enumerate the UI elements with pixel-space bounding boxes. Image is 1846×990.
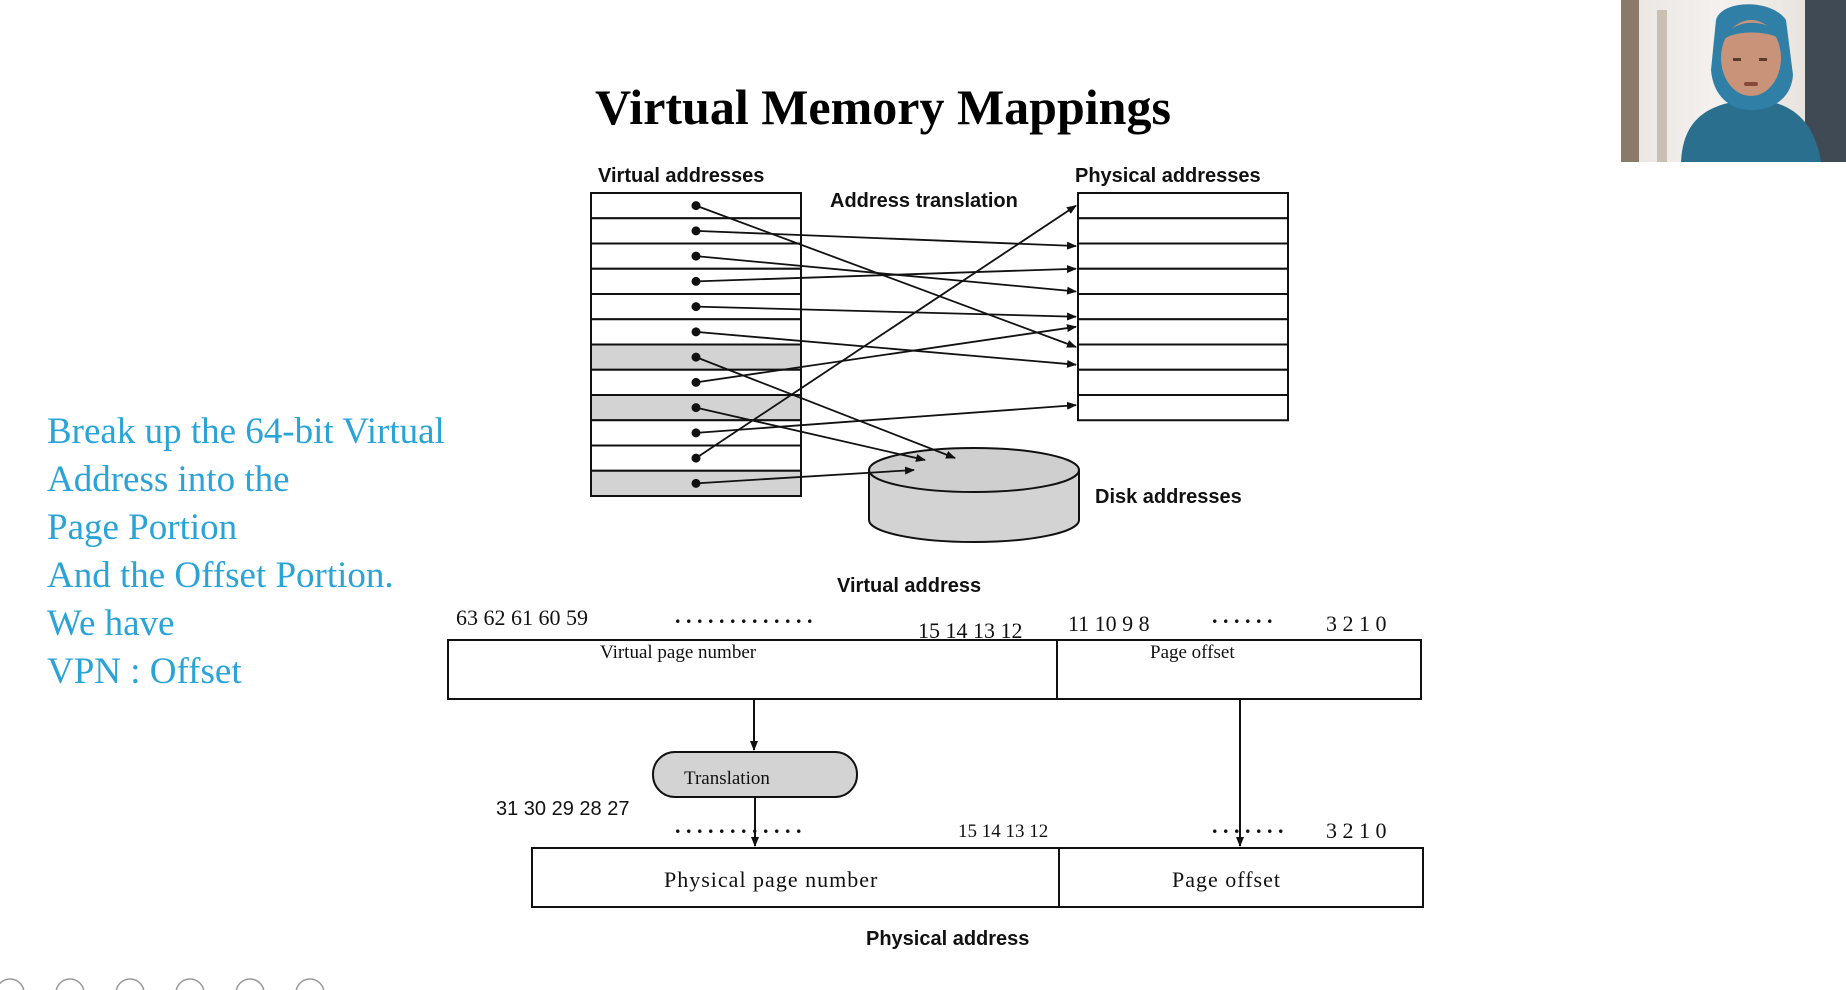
virtual-bits-mid: 15 14 13 12 xyxy=(918,618,1023,643)
slide-title: Virtual Memory Mappings xyxy=(595,79,1171,135)
side-text-line: Address into the xyxy=(47,459,290,500)
physical-pages-table xyxy=(1077,192,1289,422)
virtual-page-row xyxy=(590,192,802,220)
virtual-page-dot xyxy=(691,453,701,463)
nav-dot xyxy=(115,978,145,990)
side-text-line: Break up the 64-bit Virtual xyxy=(47,411,445,452)
virtual-page-dot xyxy=(691,327,701,337)
presenter-avatar xyxy=(1621,0,1846,162)
physical-page-offset-field xyxy=(1058,847,1424,908)
virtual-offset-dots: . . . . . . xyxy=(1212,603,1273,628)
presenter-webcam xyxy=(1621,0,1846,162)
mapping-arrow xyxy=(695,265,1077,283)
vpn-label: Virtual page number xyxy=(600,642,757,663)
mapping-arrow xyxy=(695,204,1077,348)
virtual-pages-table xyxy=(590,192,802,497)
physical-page-offset-label: Page offset xyxy=(1172,867,1281,892)
mapping-arrow xyxy=(695,324,1077,384)
virtual-page-dot xyxy=(691,377,701,387)
physical-offset-dots: . . . . . . . xyxy=(1212,813,1284,838)
side-text-line: And the Offset Portion. xyxy=(47,555,394,596)
physical-addresses-label: Physical addresses xyxy=(1075,165,1261,187)
physical-page-row xyxy=(1077,242,1289,270)
nav-dot xyxy=(235,978,265,990)
nav-dot xyxy=(0,978,25,990)
mapping-arrow xyxy=(695,356,956,459)
mapping-arrow xyxy=(695,305,1077,321)
physical-address-heading: Physical address xyxy=(866,928,1030,950)
virtual-addresses-label: Virtual addresses xyxy=(598,165,765,187)
disk-icon xyxy=(868,447,1080,543)
mapping-arrow xyxy=(695,406,926,462)
virtual-page-dot xyxy=(691,251,701,261)
virtual-page-row xyxy=(590,444,802,472)
nav-dot xyxy=(55,978,85,990)
physical-page-row xyxy=(1077,192,1289,220)
side-text-line: VPN : Offset xyxy=(47,651,242,692)
virtual-page-offset-field xyxy=(1056,639,1422,700)
physical-bits-high: 31 30 29 28 27 xyxy=(496,798,630,820)
physical-bits-mid: 15 14 13 12 xyxy=(958,821,1049,842)
physical-page-row xyxy=(1077,267,1289,295)
physical-page-row xyxy=(1077,217,1289,245)
page-offset-label: Page offset xyxy=(1150,642,1235,663)
mapping-arrow xyxy=(695,255,1077,295)
virtual-page-dot xyxy=(691,478,701,488)
virtual-address-heading: Virtual address xyxy=(837,575,982,597)
mapping-arrow xyxy=(695,330,1077,368)
mapping-arrows xyxy=(691,201,1077,488)
physical-page-number-field xyxy=(531,847,1060,908)
virtual-bits-high: 63 62 61 60 59 xyxy=(456,605,588,630)
virtual-page-dot xyxy=(691,428,701,438)
mapping-arrow xyxy=(695,466,915,485)
virtual-offset-bits-high: 11 10 9 8 xyxy=(1068,611,1150,636)
virtual-page-dot xyxy=(691,403,701,413)
physical-page-row xyxy=(1077,343,1289,371)
virtual-page-number-field xyxy=(447,639,1058,700)
physical-page-row xyxy=(1077,394,1289,422)
virtual-page-dot xyxy=(691,302,701,312)
mapping-arrow xyxy=(695,204,1077,459)
physical-page-row xyxy=(1077,368,1289,396)
virtual-bits-dots: . . . . . . . . . . . . . xyxy=(675,603,813,628)
virtual-bits-low: 3 2 1 0 xyxy=(1326,611,1387,636)
disk-addresses-label: Disk addresses xyxy=(1095,486,1242,508)
virtual-page-dot xyxy=(691,201,701,211)
mapping-arrow xyxy=(695,229,1077,250)
virtual-page-dot xyxy=(691,226,701,236)
physical-page-row xyxy=(1077,318,1289,346)
slide-navigation-dots xyxy=(0,978,325,990)
physical-bits-low: 3 2 1 0 xyxy=(1326,818,1387,843)
physical-page-row xyxy=(1077,293,1289,321)
physical-bits-dots: . . . . . . . . . . . . xyxy=(675,813,802,838)
mapping-arrow xyxy=(695,401,1077,434)
virtual-page-dot xyxy=(691,276,701,286)
side-explanation: Break up the 64-bit Virtual Address into… xyxy=(47,408,507,696)
translation-label: Translation xyxy=(684,768,770,789)
virtual-page-dot xyxy=(691,352,701,362)
address-translation-label: Address translation xyxy=(830,190,1018,212)
side-text-line: Page Portion xyxy=(47,507,238,548)
ppn-label: Physical page number xyxy=(664,867,879,892)
nav-dot xyxy=(175,978,205,990)
nav-dot xyxy=(295,978,325,990)
side-text-line: We have xyxy=(47,603,175,644)
